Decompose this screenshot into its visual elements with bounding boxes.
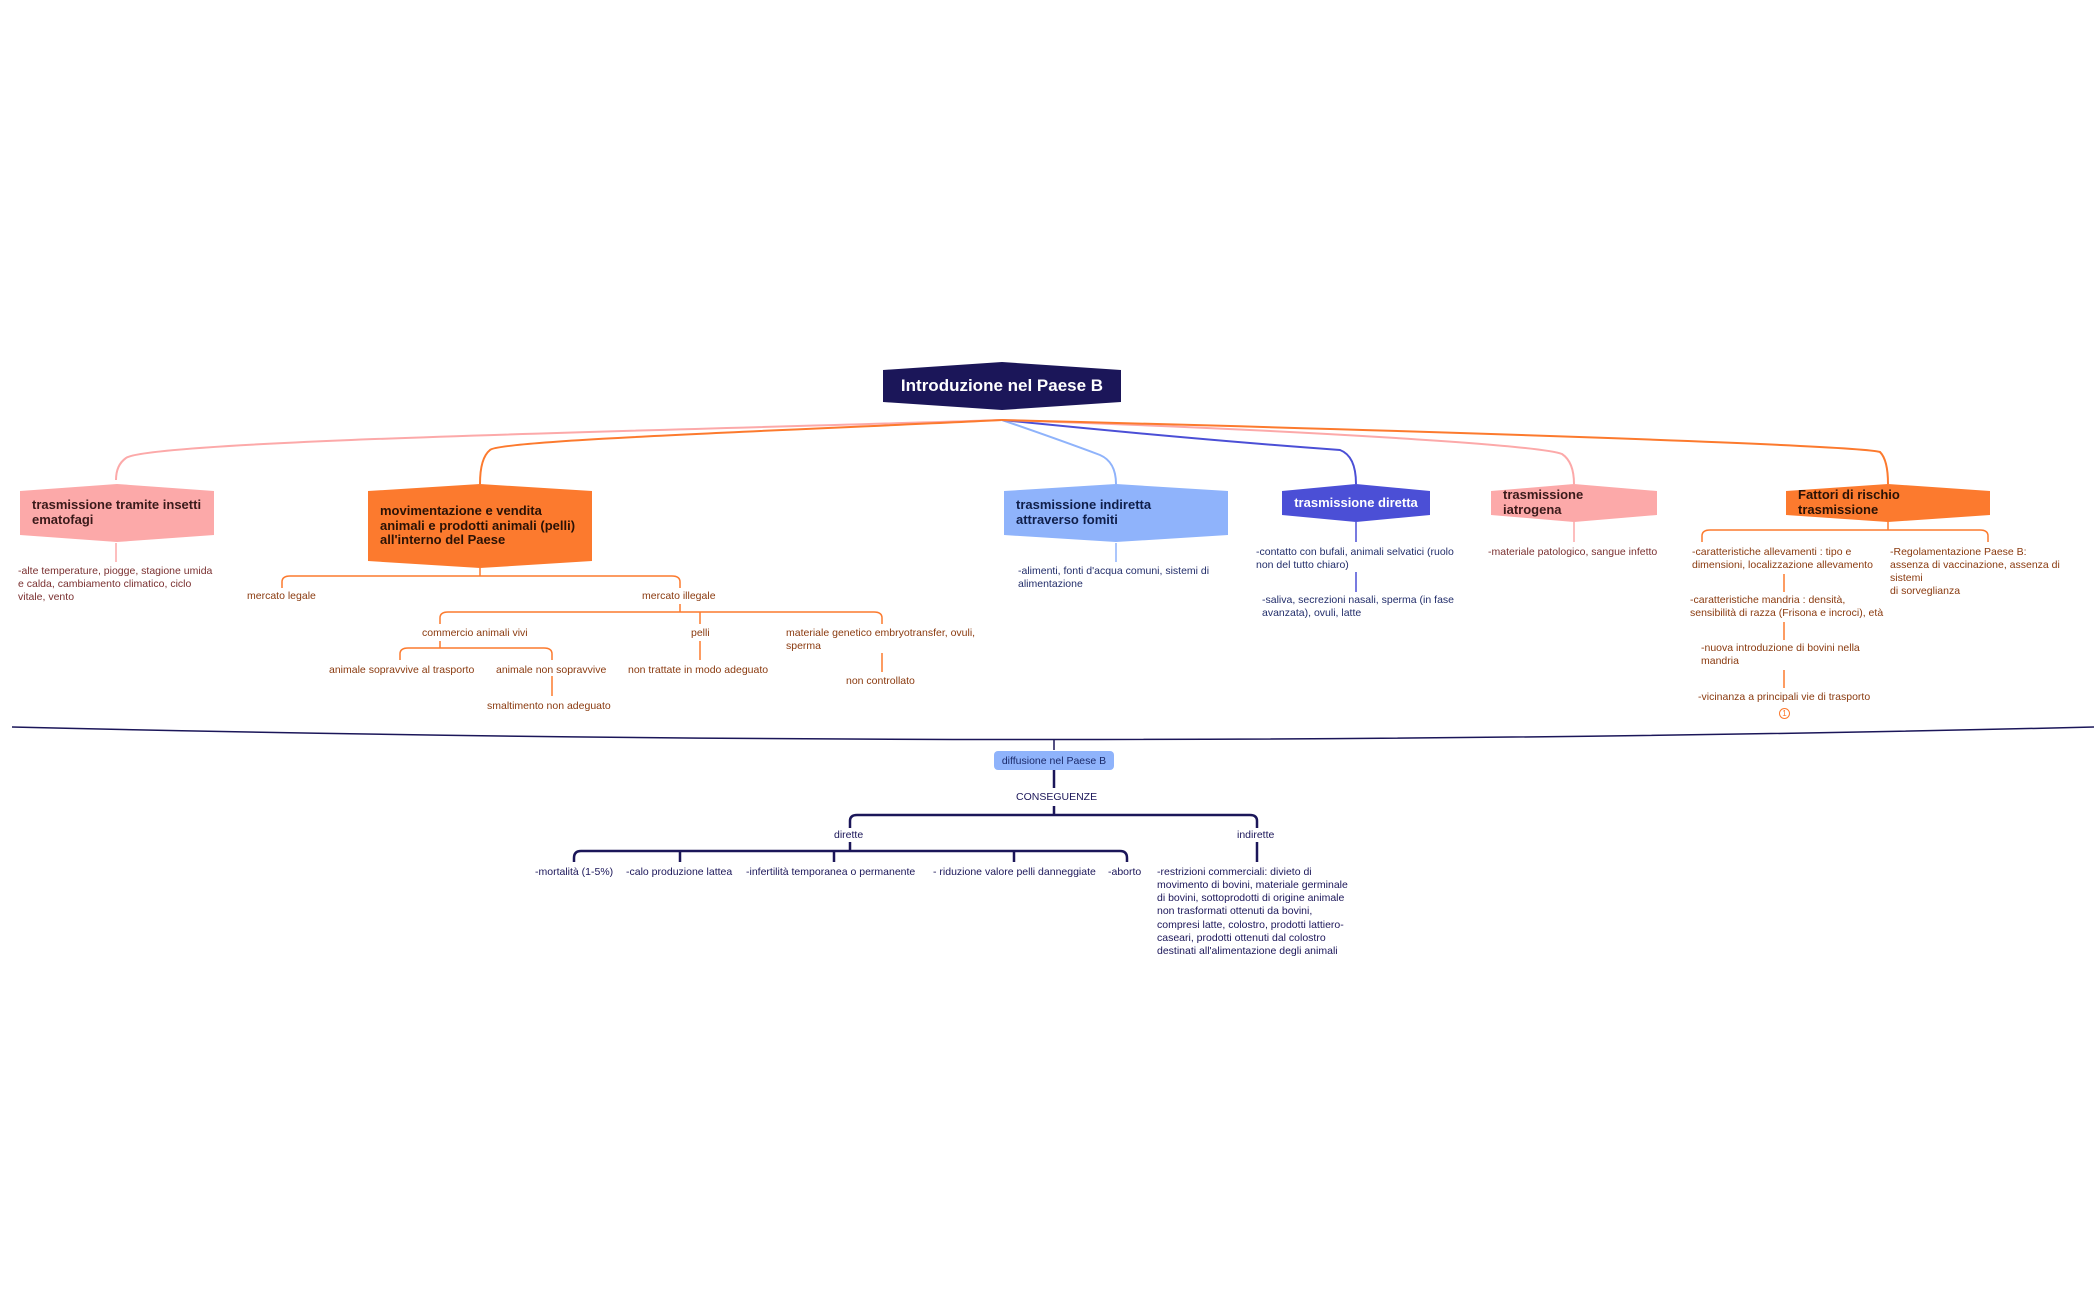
connector-commercio-children (399, 641, 553, 660)
branch-fattori[interactable]: Fattori di rischio trasmissione (1786, 484, 1990, 522)
mercato-illegale: mercato illegale (642, 590, 716, 602)
dirette-item-pelli: - riduzione valore pelli danneggiate (933, 866, 1096, 878)
connector-illegale-children (439, 604, 883, 624)
diretta-detail-1: -contatto con bufali, animali selvatici … (1256, 546, 1454, 572)
root-node[interactable]: Introduzione nel Paese B (883, 362, 1121, 410)
branch-diretta[interactable]: trasmissione diretta (1282, 484, 1430, 522)
branch-movimentazione-label: movimentazione e vendita animali e prodo… (380, 502, 576, 548)
root-label: Introduzione nel Paese B (900, 376, 1104, 395)
dirette-label: dirette (834, 829, 864, 841)
fattori-item-3: -nuova introduzione di bovini nella mand… (1701, 642, 1860, 668)
mercato-legale: mercato legale (247, 590, 316, 602)
connector-fattori-items (1701, 522, 1989, 542)
branch-diretta-label: trasmissione diretta (1294, 494, 1418, 510)
commercio-animali-vivi: commercio animali vivi (422, 627, 528, 639)
fattori-item-1: -caratteristiche allevamenti : tipo e di… (1692, 546, 1873, 572)
diffusione-node[interactable]: diffusione nel Paese B (994, 751, 1114, 770)
dirette-item-aborto: -aborto (1108, 866, 1142, 878)
branch-movimentazione[interactable]: movimentazione e vendita animali e prodo… (368, 484, 592, 568)
note-badge-icon[interactable]: 1 (1779, 708, 1790, 719)
indiretta-detail: -alimenti, fonti d'acqua comuni, sistemi… (1018, 565, 1210, 591)
dirette-item-infertilita: -infertilità temporanea o permanente (746, 866, 916, 878)
fattori-item-4: -vicinanza a principali vie di trasporto (1698, 691, 1871, 703)
diretta-detail-2: -saliva, secrezioni nasali, sperma (in f… (1262, 594, 1454, 620)
animale-non-sopravvive: animale non sopravvive (496, 664, 607, 676)
smaltimento-non-adeguato: smaltimento non adeguato (487, 700, 611, 712)
connector-root-fattori (1001, 419, 1889, 485)
insetti-detail: -alte temperature, piogge, stagione umid… (18, 565, 213, 604)
branch-insetti-label: trasmissione tramite insetti ematofagi (32, 497, 202, 527)
connector-root-diretta (1001, 419, 1357, 485)
connector-root-movimentazione (479, 419, 1003, 485)
pelli: pelli (691, 627, 710, 639)
non-trattate: non trattate in modo adeguato (628, 664, 769, 676)
dirette-item-calo: -calo produzione lattea (626, 866, 733, 878)
fattori-item-5: -Regolamentazione Paese B: assenza di va… (1890, 546, 2060, 598)
diffusione-label: diffusione nel Paese B (1001, 754, 1107, 767)
branch-insetti[interactable]: trasmissione tramite insetti ematofagi (20, 484, 214, 542)
branch-iatrogena[interactable]: trasmissione iatrogena (1491, 484, 1657, 522)
fattori-item-2: -caratteristiche mandria : densità, sens… (1690, 594, 1884, 620)
branch-indiretta[interactable]: trasmissione indiretta attraverso fomiti (1004, 484, 1228, 542)
branch-fattori-label: Fattori di rischio trasmissione (1798, 487, 1900, 517)
connector-dirette-children (572, 842, 1129, 862)
conseguenze-label: CONSEGUENZE (1016, 791, 1098, 803)
branch-iatrogena-label: trasmissione iatrogena (1503, 487, 1584, 517)
connector-root-indiretta (1001, 419, 1117, 485)
non-controllato: non controllato (846, 675, 915, 687)
indirette-detail: -restrizioni commerciali: divieto di mov… (1157, 866, 1348, 957)
connector-root-insetti (115, 419, 1003, 481)
indirette-label: indirette (1237, 829, 1275, 841)
materiale-genetico: materiale genetico embryotransfer, ovuli… (786, 627, 976, 653)
branch-indiretta-label: trasmissione indiretta attraverso fomiti (1016, 497, 1152, 527)
connector-mercati (281, 568, 681, 588)
connector-conseguenze-children (848, 806, 1259, 828)
boundary-curve (11, 726, 2095, 741)
connector-root-iatrogena (1001, 419, 1575, 485)
iatrogena-detail: -materiale patologico, sangue infetto (1488, 546, 1658, 558)
animale-sopravvive: animale sopravvive al trasporto (329, 664, 475, 676)
dirette-item-mortalita: -mortalità (1-5%) (535, 866, 614, 878)
